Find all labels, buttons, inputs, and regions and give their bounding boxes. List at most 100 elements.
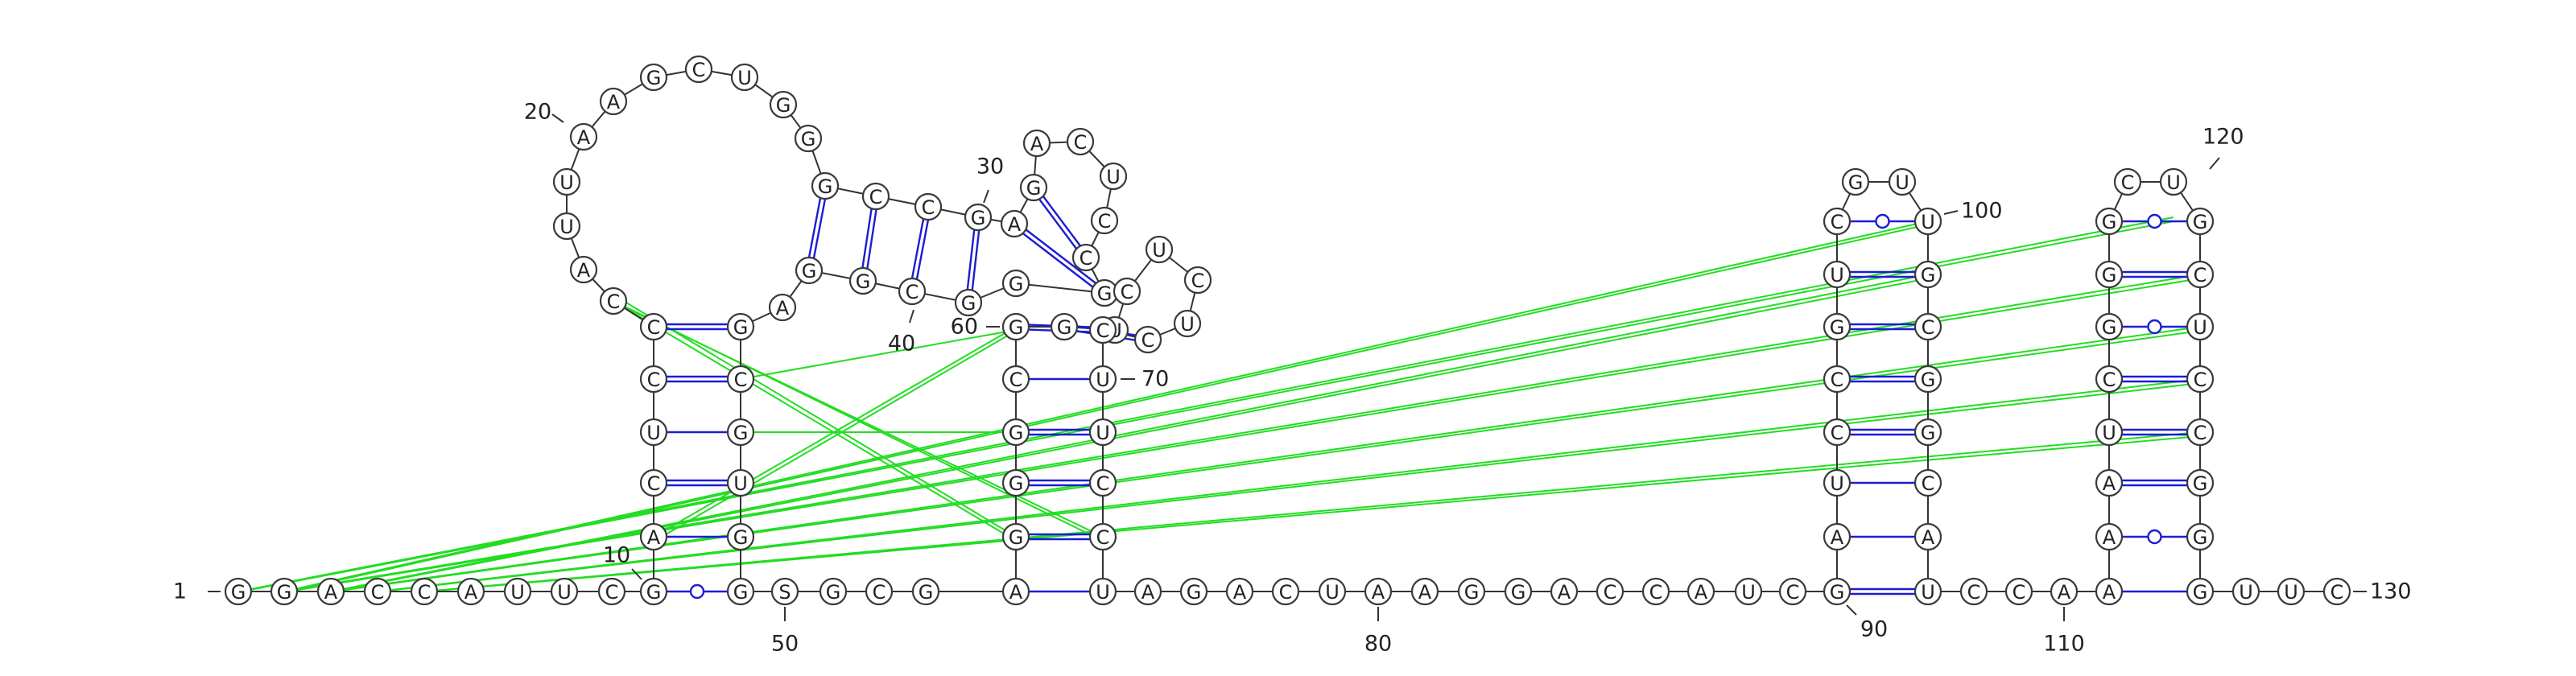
nucleotide: U <box>1318 577 1347 606</box>
nucleotide: A <box>1686 577 1715 606</box>
position-label: 20 <box>524 100 551 125</box>
nucleotide-base: C <box>607 291 621 313</box>
nucleotide: G <box>2186 522 2215 551</box>
nucleotide-circle <box>639 365 668 394</box>
nucleotide-base: C <box>2194 264 2207 286</box>
tertiary-interaction-line <box>333 278 1929 592</box>
nucleotide: G <box>1913 365 1942 394</box>
nucleotide-circle <box>954 288 983 317</box>
nucleotide-base: C <box>869 186 883 208</box>
tertiary-interaction-line <box>740 329 1017 380</box>
nucleotide-base: A <box>1030 133 1044 155</box>
nucleotide-base: G <box>2193 581 2208 604</box>
nucleotide-base: C <box>1967 581 1981 604</box>
nucleotide-base: C <box>1121 281 1134 303</box>
nucleotide-base: C <box>2103 369 2116 391</box>
base-pair-line <box>807 197 822 258</box>
nucleotide-base: A <box>1831 526 1844 549</box>
nucleotide: U <box>1913 577 1942 606</box>
nucleotide-circle <box>1225 577 1254 606</box>
nucleotide: C <box>2095 365 2124 394</box>
nucleotide: U <box>1145 235 1174 264</box>
nucleotide: C <box>2322 577 2351 606</box>
nucleotide-circle <box>2095 418 2124 447</box>
nucleotide-base: U <box>1921 581 1935 604</box>
nucleotide-circle <box>1000 209 1029 238</box>
nucleotide: A <box>2095 522 2124 551</box>
nucleotide-base: U <box>559 216 574 238</box>
nucleotide-base: C <box>1831 369 1844 391</box>
nucleotide-circle <box>1071 243 1100 272</box>
nucleotide-base: G <box>1921 369 1936 391</box>
nucleotide: G <box>224 577 253 606</box>
nucleotide: C <box>1113 277 1141 306</box>
position-label: 80 <box>1364 632 1392 657</box>
nucleotide-base: G <box>971 207 986 229</box>
nucleotide: U <box>2186 312 2215 341</box>
nucleotide-base: G <box>646 581 662 604</box>
tertiary-interaction-line <box>287 278 2201 592</box>
nucleotide-base: G <box>818 175 833 198</box>
nucleotide: G <box>1457 577 1486 606</box>
nucleotide: U <box>1913 207 1942 236</box>
nucleotide: G <box>1841 167 1870 196</box>
nucleotide-base: G <box>961 292 976 315</box>
nucleotide: S <box>770 577 799 606</box>
nucleotide-circle <box>1318 577 1347 606</box>
nucleotide-base: U <box>733 472 748 495</box>
nucleotide: G <box>270 577 299 606</box>
tertiary-interaction-line <box>283 221 1929 592</box>
base-pair-line <box>1022 233 1094 288</box>
nucleotide-circle <box>1734 577 1763 606</box>
nucleotide-circle <box>1271 577 1300 606</box>
nucleotide-circle <box>861 182 890 211</box>
tertiary-interaction-line <box>330 326 2201 592</box>
tertiary-interaction-line <box>427 435 2201 592</box>
nucleotide: A <box>1000 209 1029 238</box>
nucleotide-circle <box>1088 468 1117 497</box>
nucleotide-base: U <box>2239 581 2253 604</box>
position-label: 1 <box>173 579 187 604</box>
nucleotide-base: A <box>1558 581 1571 604</box>
nucleotide-circle <box>726 577 755 606</box>
nucleotide-base: G <box>1009 472 1024 495</box>
nucleotide: C <box>1778 577 1807 606</box>
nucleotide-base: U <box>737 67 752 89</box>
numbering-tick <box>2209 157 2220 170</box>
nucleotide: A <box>1001 577 1030 606</box>
nucleotide-base: C <box>371 581 385 604</box>
nucleotide-circle <box>769 90 798 119</box>
nucleotide-circle <box>1823 312 1852 341</box>
nucleotide-base: G <box>1057 316 1072 339</box>
nucleotide-base: G <box>2102 316 2117 339</box>
nucleotide: G <box>726 418 755 447</box>
nucleotide-base: U <box>2284 581 2298 604</box>
base-pair-line <box>861 208 873 268</box>
tertiary-interaction-line <box>423 431 2201 592</box>
nucleotide-circle <box>316 577 345 606</box>
tertiary-interaction-line <box>330 274 1929 592</box>
nucleotide: G <box>794 124 823 153</box>
nucleotide-base: A <box>577 259 591 282</box>
nucleotide-circle <box>2113 167 2142 196</box>
nucleotide-circle <box>2095 522 2124 551</box>
nucleotide-base: A <box>2103 581 2116 604</box>
nucleotide: G <box>2186 207 2215 236</box>
nucleotide-circle <box>768 293 797 322</box>
nucleotide-circle <box>1823 468 1852 497</box>
nucleotide-circle <box>795 256 824 285</box>
nucleotide-circle <box>2095 312 2124 341</box>
nucleotide: U <box>639 418 668 447</box>
nucleotide-circle <box>1001 468 1030 497</box>
nucleotide: C <box>1088 468 1117 497</box>
nucleotide-base: U <box>2102 422 2116 444</box>
nucleotide: U <box>1099 162 1128 191</box>
nucleotide-circle <box>550 577 579 606</box>
nucleotide: C <box>2186 260 2215 289</box>
nucleotide: U <box>2159 167 2188 196</box>
nucleotide: G <box>954 288 983 317</box>
nucleotide: G <box>1913 418 1942 447</box>
tertiary-interaction-line <box>617 303 1104 538</box>
nucleotide-circle <box>2186 207 2215 236</box>
nucleotide: U <box>1173 309 1202 338</box>
